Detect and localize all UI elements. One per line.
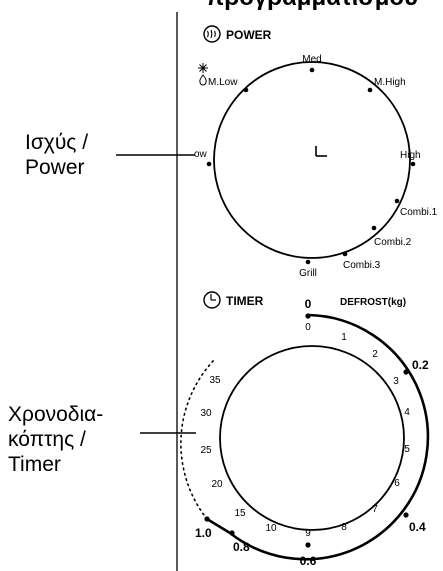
svg-text:0.6: 0.6	[300, 554, 317, 568]
timer-mark-25: 25	[200, 445, 212, 456]
timer-callout-line-1: Χρονοδια-	[8, 403, 104, 426]
timer-mark-3: 3	[393, 376, 399, 387]
svg-text:M.High: M.High	[374, 77, 406, 88]
defrost-weight-0.2: 0.2	[403, 358, 429, 375]
timer-mark-8: 8	[341, 522, 347, 533]
defrost-weight-1.0: 1.0	[195, 516, 212, 540]
svg-text:0.4: 0.4	[409, 520, 426, 534]
power-panel: POWER ow M.Low Med M.High	[194, 25, 438, 279]
svg-text:Combi.1: Combi.1	[400, 207, 438, 218]
power-callout: Ισχύς / Power	[25, 130, 88, 180]
timer-mark-2: 2	[372, 349, 378, 360]
timer-panel: TIMER DEFROST(kg) 0 0.2 0.4 0.6 0.8	[180, 291, 430, 568]
svg-text:Med: Med	[302, 54, 321, 65]
power-setting-m-low: M.Low	[208, 77, 249, 93]
svg-text:Combi.2: Combi.2	[374, 237, 412, 248]
power-callout-line-2: Power	[25, 156, 85, 179]
power-title: POWER	[226, 28, 272, 42]
defrost-weight-0.8: 0.8	[229, 530, 250, 554]
svg-text:0.2: 0.2	[412, 358, 429, 372]
timer-mark-4: 4	[404, 407, 410, 418]
clock-icon	[203, 291, 221, 309]
defrost-weight-0: 0	[305, 297, 312, 319]
timer-dotted-scale	[180, 359, 215, 520]
power-setting-combi-1: Combi.1	[394, 198, 438, 218]
timer-mark-30: 30	[200, 408, 212, 419]
svg-text:Grill: Grill	[299, 268, 317, 279]
power-setting-m-high: M.High	[367, 77, 406, 93]
defrost-weight-arc	[206, 313, 430, 561]
dial-pointer-icon	[315, 146, 327, 157]
svg-text:0: 0	[305, 297, 312, 311]
timer-mark-10: 10	[265, 523, 277, 534]
timer-mark-5: 5	[404, 444, 410, 455]
svg-text:1.0: 1.0	[195, 526, 212, 540]
timer-mark-9: 9	[305, 528, 311, 539]
power-setting-combi-2: Combi.2	[371, 225, 412, 248]
header-fragment: προγραμματισμού	[206, 0, 418, 11]
timer-mark-20: 20	[211, 479, 223, 490]
svg-text:M.Low: M.Low	[208, 77, 238, 88]
timer-callout-line-2: κόπτης /	[8, 428, 86, 451]
power-setting-combi-3: Combi.3	[342, 251, 381, 271]
power-setting-high: High	[400, 150, 421, 167]
power-callout-line-1: Ισχύς /	[25, 131, 89, 154]
timer-mark-35: 35	[209, 375, 221, 386]
timer-callout-line-3: Timer	[8, 453, 61, 476]
timer-mark-15: 15	[234, 508, 246, 519]
svg-text:Combi.3: Combi.3	[343, 260, 381, 271]
defrost-snowflake-drop-icon	[198, 63, 208, 86]
timer-title: TIMER	[226, 294, 264, 308]
timer-mark-1: 1	[341, 332, 347, 343]
svg-text:High: High	[400, 150, 421, 161]
power-wave-icon	[203, 25, 221, 43]
defrost-weight-0.6: 0.6	[300, 542, 317, 568]
power-dial[interactable]	[213, 61, 411, 259]
timer-callout: Χρονοδια- κόπτης / Timer	[8, 402, 103, 477]
power-setting-med: Med	[302, 54, 322, 73]
timer-mark-7: 7	[372, 504, 378, 515]
timer-mark-0: 0	[305, 322, 311, 333]
svg-text:ow: ow	[194, 149, 208, 160]
defrost-weight-0.4: 0.4	[403, 512, 426, 534]
svg-text:0.8: 0.8	[233, 540, 250, 554]
power-setting-ow: ow	[194, 149, 212, 167]
defrost-label: DEFROST(kg)	[340, 297, 406, 308]
power-setting-grill: Grill	[299, 259, 317, 279]
timer-dial[interactable]	[219, 345, 405, 531]
timer-mark-6: 6	[394, 478, 400, 489]
